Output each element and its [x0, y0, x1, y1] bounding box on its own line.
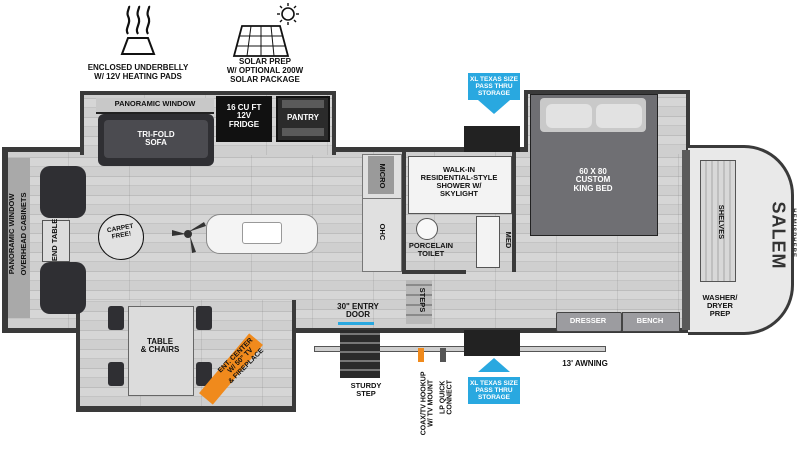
- steps-label: STEPS: [417, 287, 427, 313]
- toilet: [416, 218, 438, 240]
- bath-wall-right: [512, 152, 516, 272]
- vanity: [476, 216, 500, 268]
- chair: [196, 306, 212, 330]
- chair: [108, 306, 124, 330]
- dining-table: [128, 306, 194, 396]
- dresser-label: DRESSER: [569, 316, 607, 325]
- underbelly-label: ENCLOSED UNDERBELLY W/ 12V HEATING PADS: [87, 63, 189, 81]
- pillow-left: [546, 104, 592, 128]
- dresser: [556, 312, 622, 332]
- chair: [108, 362, 124, 386]
- fridge: [216, 96, 272, 142]
- shower: [408, 156, 512, 214]
- interior-steps: [406, 280, 432, 324]
- brand-sub: HEMISPHERE: [790, 208, 797, 258]
- sofa-cushion: [104, 120, 208, 158]
- ohc-label: OHC: [377, 223, 387, 241]
- end-table-label: END TABLE: [50, 218, 60, 262]
- bench-label: BENCH: [636, 316, 664, 325]
- end-table: [42, 220, 70, 262]
- storage-bottom: XL TEXAS SIZE PASS THRU STORAGE: [468, 358, 520, 405]
- coax-marker: [418, 348, 424, 362]
- panoramic-window-top-label: PANORAMIC WINDOW: [114, 99, 196, 108]
- left-window-strip: [8, 158, 30, 318]
- awning-label: 13' AWNING: [562, 359, 608, 368]
- solar-panel-icon: [232, 2, 302, 58]
- chair: [196, 362, 212, 386]
- bench: [622, 312, 680, 332]
- sink-icon: [242, 222, 282, 244]
- pillow-right: [596, 104, 642, 128]
- bath-wall-bottom: [402, 270, 466, 274]
- lp-marker: [440, 348, 446, 362]
- shelves-label: SHELVES: [716, 204, 726, 240]
- pantry-shelf: [282, 128, 324, 136]
- med-label: MED: [503, 231, 513, 249]
- carpet-free-icon: [98, 214, 144, 260]
- micro-label: MICRO: [377, 163, 387, 189]
- awning-rail: [314, 346, 606, 352]
- pantry-shelf: [282, 100, 324, 108]
- recliner-top: [40, 166, 86, 218]
- bath-wall-left: [402, 152, 406, 272]
- ceiling-fan-icon: [166, 212, 210, 256]
- entry-door-line: [338, 322, 374, 325]
- shelves: [700, 160, 736, 282]
- solar-label: SOLAR PREP W/ OPTIONAL 200W SOLAR PACKAG…: [226, 57, 304, 84]
- heat-waves-icon: [118, 4, 158, 56]
- table-chairs-label: TABLE& CHAIRS: [140, 337, 180, 355]
- panoramic-window-top: [96, 98, 214, 114]
- front-wall-strip: [682, 150, 690, 330]
- overhead-cabinets-label: OVERHEAD CABINETS: [19, 192, 29, 276]
- pass-thru-storage-top: [464, 126, 520, 152]
- panoramic-window-side-label: PANORAMIC WINDOW: [7, 193, 17, 275]
- micro-unit: [368, 156, 394, 194]
- sturdy-step: [340, 330, 380, 378]
- brand-name: SALEM: [768, 201, 789, 270]
- pantry-label: PANTRY: [287, 113, 319, 122]
- pass-thru-storage-bottom: [464, 330, 520, 356]
- ohc-cabinet: [362, 198, 402, 272]
- storage-top: XL TEXAS SIZE PASS THRU STORAGE: [468, 73, 520, 119]
- recliner-bottom: [40, 262, 86, 314]
